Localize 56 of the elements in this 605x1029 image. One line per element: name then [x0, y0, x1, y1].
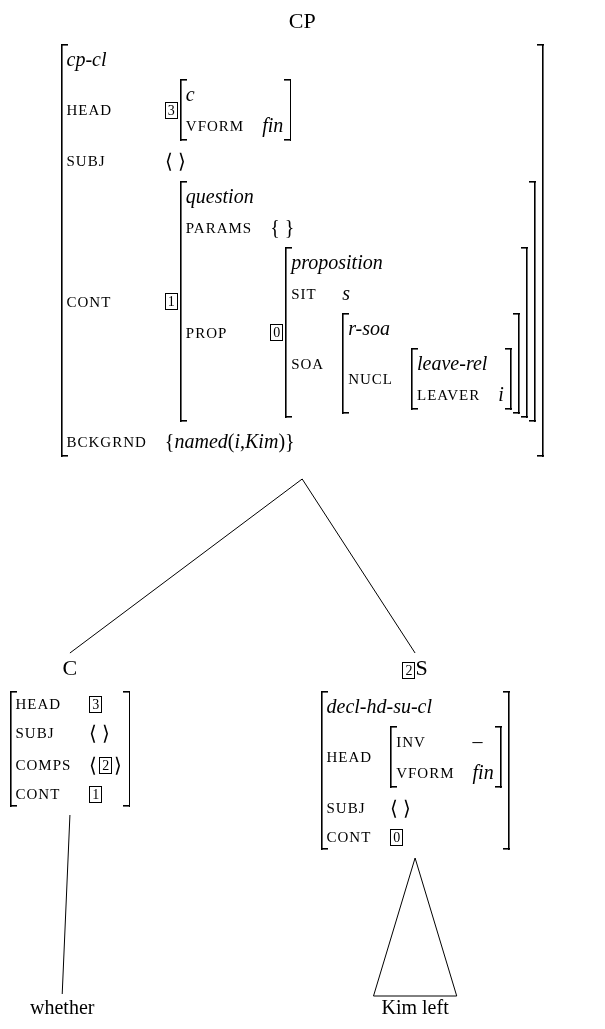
tag-box: 3 — [89, 696, 103, 713]
feature-value: ⟨ — [89, 753, 98, 777]
type-label: leave-rel — [417, 352, 488, 374]
feature-name: SIT — [291, 285, 317, 302]
feature-name: VFORM — [185, 117, 245, 134]
category-label: S — [415, 655, 428, 680]
feature-value: fin — [472, 761, 494, 783]
feature-value: ⟩ — [114, 753, 123, 777]
feature-name: HEAD — [66, 102, 113, 118]
feature-name: LEAVER — [417, 386, 481, 403]
feature-name: SOA — [291, 355, 325, 372]
feature-name: CONT — [66, 293, 112, 310]
type-label: question — [185, 185, 254, 207]
tag-box: 3 — [164, 101, 178, 119]
feature-value: s — [342, 282, 350, 304]
type-label: decl-hd-su-cl — [326, 695, 432, 717]
tag-box: 0 — [390, 829, 404, 846]
feature-name: SUBJ — [326, 800, 366, 816]
leaf-word: Kim left — [381, 996, 449, 1019]
feature-name: PROP — [185, 324, 228, 341]
feature-value: ⟨ ⟩ — [89, 722, 111, 744]
feature-name: CONT — [326, 829, 372, 845]
feature-name: BCKGRND — [66, 433, 147, 450]
type-label: r-soa — [348, 317, 391, 339]
feature-name: HEAD — [15, 696, 62, 712]
tree-branch — [69, 478, 303, 654]
tag-box: 2 — [99, 756, 113, 774]
roof-triangle — [373, 857, 458, 997]
tag-box: 1 — [164, 293, 178, 310]
feature-name: INV — [396, 733, 426, 750]
feature-name: HEAD — [326, 749, 373, 765]
leaf-word: whether — [30, 996, 95, 1019]
feature-value: i — [498, 383, 504, 405]
type-label: c — [185, 83, 195, 105]
tree-branch — [61, 814, 71, 995]
feature-name: CONT — [15, 786, 61, 802]
type-label: proposition — [291, 251, 383, 273]
feature-value: ⟨ ⟩ — [390, 797, 412, 819]
tag-box: 0 — [270, 324, 284, 341]
category-label: CP — [288, 8, 316, 33]
feature-name: PARAMS — [185, 219, 253, 236]
feature-name: SUBJ — [66, 153, 106, 169]
feature-name: SUBJ — [15, 725, 55, 741]
tag-box: 1 — [89, 786, 103, 803]
feature-name: NUCL — [348, 371, 394, 387]
category-label: C — [62, 655, 78, 680]
feature-name: VFORM — [396, 764, 455, 781]
feature-name: COMPS — [15, 757, 72, 773]
feature-value: – — [472, 730, 483, 752]
feature-value: ⟨ ⟩ — [164, 150, 186, 172]
feature-value: fin — [262, 114, 284, 136]
feature-value: { } — [270, 216, 295, 238]
feature-value: {named(i,Kim)} — [164, 430, 295, 452]
tag-box: 2 — [402, 662, 416, 679]
tree-branch — [301, 478, 416, 654]
type-label: cp-cl — [66, 48, 107, 70]
